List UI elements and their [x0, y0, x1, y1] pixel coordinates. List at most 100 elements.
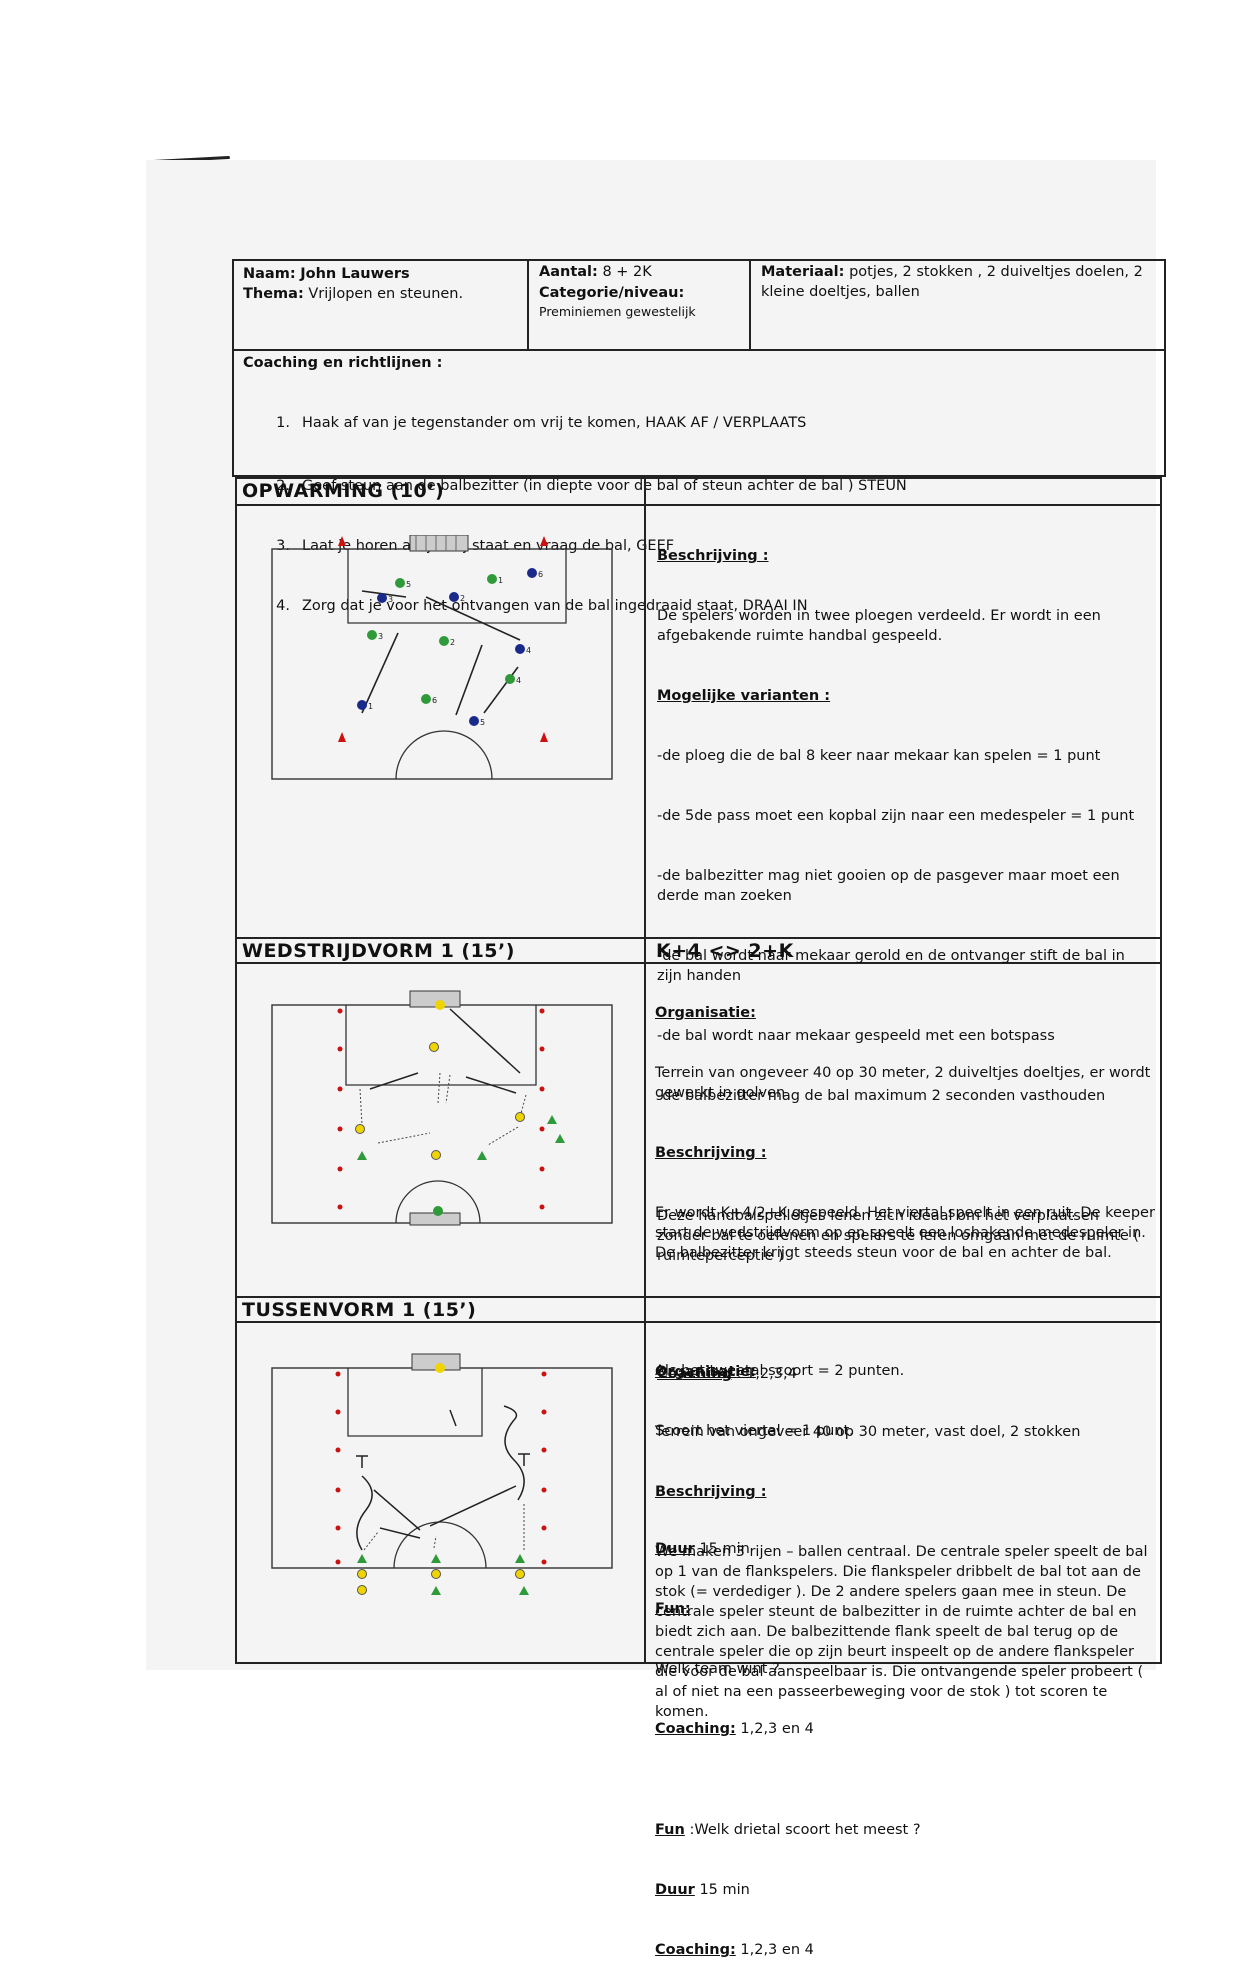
player-number: 2: [450, 638, 455, 647]
tussenvorm-title: TUSSENVORM 1 (15’): [242, 1299, 477, 1321]
player-markers: [357, 568, 537, 726]
coaching-item-text: Geef steun aan de balbezitter (in diepte…: [302, 478, 907, 494]
coaching-label: Coaching: [657, 1366, 732, 1382]
coaching-value: : 1,2,3,4: [736, 1366, 797, 1382]
variant-item: -de ploeg die de bal 8 keer naar mekaar …: [657, 748, 1101, 764]
beschrijving-label: Beschrijving :: [655, 1145, 767, 1161]
wedstrijdvorm-description: Organisatie: Terrein van ongeveer 40 op …: [655, 963, 1155, 1759]
wedstrijdvorm-right-title: K+4 <> 2+K: [656, 940, 794, 962]
coaching-value: 1,2,3 en 4: [740, 1721, 814, 1737]
aantal-line: Aantal: 8 + 2K: [539, 262, 652, 282]
rule-tussen-top: [235, 1296, 1162, 1298]
score-rule: Als het tweetal scoort = 2 punten.: [655, 1363, 905, 1379]
player-number: 1: [498, 576, 503, 585]
categorie-label: Categorie/niveau:: [539, 285, 685, 301]
naam-value: John Lauwers: [300, 266, 410, 282]
cone: [338, 732, 346, 742]
thema-value: Vrijlopen en steunen.: [308, 286, 464, 302]
duur-label: Duur: [655, 1882, 695, 1898]
organisatie-text: Terrein van ongeveer 40 op 30 meter, 2 d…: [655, 1065, 1155, 1101]
coaching-item-number: 2.: [276, 478, 290, 494]
thema-line: Thema: Vrijlopen en steunen.: [243, 284, 463, 304]
opwarming-description: Beschrijving : De spelers worden in twee…: [657, 506, 1152, 1404]
coaching-item-text: Haak af van je tegenstander om vrij te k…: [302, 415, 807, 431]
materiaal-value: potjes, 2 stokken , 2 duiveltjes doelen,…: [761, 264, 1148, 300]
categorie-value: Preminiemen gewestelijk: [539, 304, 696, 319]
thema-label: Thema:: [243, 286, 304, 302]
header-col-divider-2: [749, 259, 751, 351]
organisatie-text: Terrein van ongeveer 40 op 30 meter, vas…: [655, 1424, 1081, 1440]
main-col-divider: [644, 477, 646, 1664]
cone: [540, 536, 548, 546]
organisatie-label: Organisatie:: [655, 1005, 756, 1021]
header-col-divider-1: [527, 259, 529, 351]
goal-top: [409, 535, 469, 552]
wedstrijdvorm-diagram: [271, 990, 613, 1226]
coaching-item-number: 3.: [276, 538, 290, 554]
coaching-item-number: 1.: [276, 415, 290, 431]
player-number: 4: [516, 676, 521, 685]
coaching-item-4: 4. Zorg dat je voor het ontvangen van de …: [266, 596, 1146, 616]
rule-wedstrijd-top: [235, 937, 1162, 939]
cone: [338, 536, 346, 546]
player-number: 2: [460, 594, 465, 603]
tussenvorm-diagram: [271, 1353, 613, 1595]
aantal-label: Aantal:: [539, 264, 598, 280]
coaching-item-1: 1. Haak af van je tegenstander om vrij te…: [266, 413, 1146, 433]
player-number: 6: [432, 696, 437, 705]
materiaal-label: Materiaal:: [761, 264, 845, 280]
coaching-value: 1,2,3 en 4: [740, 1942, 814, 1958]
coaching-item-text: Zorg dat je voor het ontvangen van de ba…: [302, 598, 808, 614]
player-number: 6: [538, 570, 543, 579]
coaching-title: Coaching en richtlijnen :: [243, 355, 443, 371]
score-rule: Scoort het viertal = 1 punt.: [655, 1423, 854, 1439]
coaching-label: Coaching:: [655, 1942, 736, 1958]
duur-label: Duur: [655, 1541, 695, 1557]
beschrijving-label: Beschrijving :: [657, 548, 769, 564]
player-number: 4: [526, 646, 531, 655]
goal-top: [409, 990, 461, 1008]
cone: [540, 732, 548, 742]
coaching-box: [232, 349, 1166, 477]
rule-opwarming-title: [235, 504, 1162, 506]
coaching-item-number: 4.: [276, 598, 290, 614]
rule-wedstrijd-title: [235, 962, 1162, 964]
variant-item: -de bal wordt naar mekaar gespeeld met e…: [657, 1028, 1055, 1044]
tussenvorm-description: Organisatie: Terrein van ongeveer 40 op …: [655, 1322, 1155, 1980]
naam-line: Naam: John Lauwers: [243, 264, 410, 284]
variant-item: -de 5de pass moet een kopbal zijn naar e…: [657, 808, 1135, 824]
beschrijving-label: Beschrijving :: [655, 1484, 767, 1500]
organisatie-label: Organisatie:: [655, 1364, 756, 1380]
coaching-label: Coaching:: [655, 1721, 736, 1737]
extra-text: Deze handbalspelletjes lenen zich ideaal…: [657, 1208, 1144, 1264]
varianten-label: Mogelijke varianten :: [657, 688, 831, 704]
wedstrijdvorm-title: WEDSTRIJDVORM 1 (15’): [242, 940, 515, 962]
beschrijving-text: Er wordt K+4/2+K gespeeld. Het viertal s…: [655, 1205, 1160, 1261]
player-number: 3: [378, 632, 383, 641]
scan-background: [146, 160, 1156, 1670]
variant-item: -de balbezitter mag niet gooien op de pa…: [657, 868, 1125, 904]
coaching-list: 1. Haak af van je tegenstander om vrij te…: [266, 373, 1146, 636]
variant-item: -de balbezitter mag de bal maximum 2 sec…: [657, 1088, 1106, 1104]
duur-value: 15 min: [699, 1541, 750, 1557]
fun-value: Welk team wint ?: [655, 1661, 780, 1677]
fun-label: Fun:: [655, 1601, 691, 1617]
variant-item: -de bal wordt naar mekaar gerold en de o…: [657, 948, 1130, 984]
materiaal-line: Materiaal: potjes, 2 stokken , 2 duivelt…: [761, 262, 1156, 302]
player-number: 3: [388, 595, 393, 604]
coaching-item-2: 2. Geef steun aan de balbezitter (in diep…: [266, 476, 1146, 496]
fun-label: Fun: [655, 1822, 685, 1838]
player-number: 5: [480, 718, 485, 727]
beschrijving-text: We maken 3 rijen – ballen centraal. De c…: [655, 1544, 1153, 1720]
rule-tussen-title: [235, 1321, 1162, 1323]
player-number: 1: [368, 702, 373, 711]
main-grid: [235, 477, 1162, 1664]
player-number: 5: [406, 580, 411, 589]
opwarming-diagram: 5 1 6 3 2 3 2 4 4 1 6 5: [271, 535, 613, 780]
naam-label: Naam:: [243, 266, 296, 282]
beschrijving-text: De spelers worden in twee ploegen verdee…: [657, 608, 1106, 644]
fun-value: :Welk drietal scoort het meest ?: [689, 1822, 921, 1838]
duur-value: 15 min: [699, 1882, 750, 1898]
aantal-value: 8 + 2K: [602, 264, 652, 280]
opwarming-title: OPWARMING (10’): [242, 480, 445, 502]
